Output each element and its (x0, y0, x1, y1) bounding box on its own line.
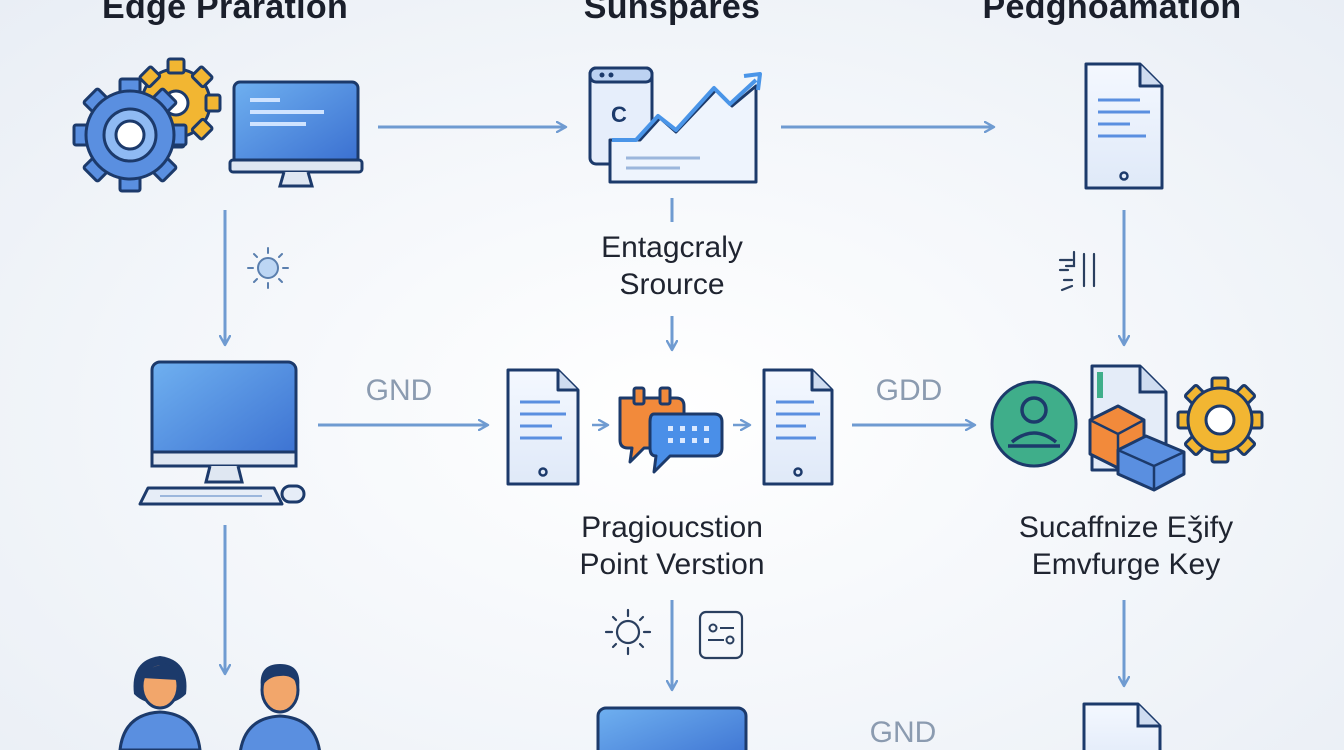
user-circle-icon (990, 380, 1078, 468)
people-icon (118, 656, 321, 750)
sun-icon-lower (604, 608, 652, 656)
gear-icon (1176, 376, 1264, 464)
gears-icon (72, 57, 222, 193)
arrows (225, 127, 1124, 690)
column-title-left: Edge Praration (101, 0, 349, 26)
label-middle-lower-line2: Point Verstion (579, 547, 765, 581)
control-panel-icon (698, 610, 744, 660)
desktop-computer-icon (138, 360, 306, 506)
label-middle-upper-line2: Srource (619, 267, 725, 301)
label-middle-upper: Entagcraly Srource (601, 230, 743, 303)
svg-text:C: C (611, 102, 627, 127)
label-right-lower-line1: Sucaffnize Eǯify (1018, 511, 1234, 544)
chat-bubbles-icon (618, 386, 724, 474)
sun-icon (247, 247, 289, 289)
label-middle-lower-line1: Pragioucstion (581, 511, 763, 544)
chart-window-icon: C (588, 66, 762, 184)
package-document-icon (1088, 364, 1186, 492)
laptop-icon-bottom (596, 706, 748, 750)
edge-label-gnd: GND (365, 374, 433, 407)
label-right-lower: Sucaffnize Eǯify Emvfurge Key (1019, 510, 1233, 583)
document-left-icon (506, 368, 580, 486)
sliders-icon (1058, 250, 1096, 292)
document-icon-bottom (1082, 702, 1162, 750)
document-right-icon (762, 368, 834, 486)
edge-label-bottom: GND (869, 716, 937, 749)
label-middle-upper-line1: Entagcraly (601, 231, 743, 264)
edge-label-gdd: GDD (875, 374, 943, 407)
label-right-lower-line2: Emvfurge Key (1031, 547, 1221, 581)
monitor-icon (228, 80, 364, 188)
column-title-middle: Sunspares (583, 0, 761, 26)
column-title-right: Pedgnoamation (982, 0, 1242, 26)
label-middle-lower: Pragioucstion Point Verstion (579, 510, 764, 583)
document-icon (1084, 62, 1164, 190)
